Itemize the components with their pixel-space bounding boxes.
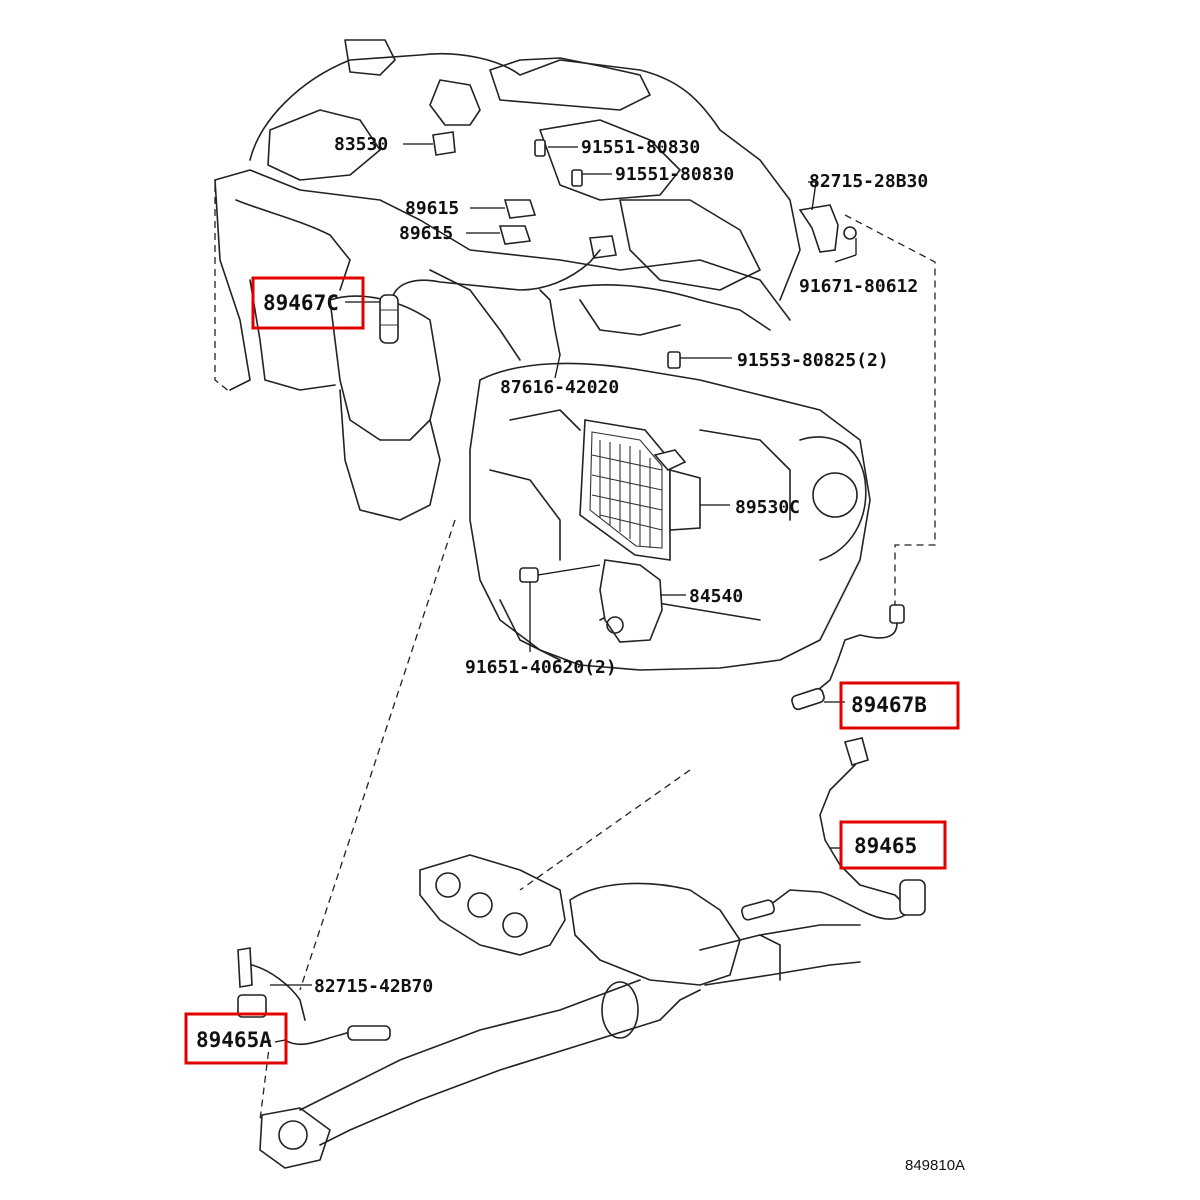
label-89615-upper: 89615 (405, 198, 459, 219)
highlight-boxes (184, 276, 960, 1065)
label-89465: 89465 (854, 834, 917, 858)
sensor-89467c (379, 249, 601, 356)
ecu-module (579, 419, 701, 561)
top-sensors (432, 131, 857, 369)
label-83530: 83530 (334, 134, 388, 155)
label-91671-80612: 91671-80612 (799, 276, 918, 297)
engine-illustration (214, 39, 871, 671)
label-82715-28b30: 82715-28B30 (809, 171, 928, 192)
label-89467b: 89467B (851, 693, 927, 717)
highlight-89467b (839, 681, 960, 730)
label-91553-80825: 91553-80825(2) (737, 350, 889, 371)
label-91551-80830-upper: 91551-80830 (581, 137, 700, 158)
highlight-89465a (184, 1012, 288, 1065)
label-89465a: 89465A (196, 1028, 272, 1052)
label-87616-42020: 87616-42020 (500, 377, 619, 398)
reference-lines (214, 185, 936, 1121)
highlight-89467c (251, 276, 365, 330)
callout-labels: 83530 91551-80830 91551-80830 82715-28B3… (196, 134, 965, 1174)
sensor-89465a (237, 947, 391, 1045)
leader-lines (270, 143, 857, 1043)
label-89530c: 89530C (735, 497, 800, 518)
label-89467c: 89467C (263, 291, 339, 315)
label-89615-lower: 89615 (399, 223, 453, 244)
label-82715-42b70: 82715-42B70 (314, 976, 433, 997)
label-91551-80830-lower: 91551-80830 (615, 164, 734, 185)
sensor-89465 (741, 737, 926, 921)
diagram-code: 849810A (905, 1157, 965, 1174)
label-91651-40620: 91651-40620(2) (465, 657, 617, 678)
label-84540: 84540 (689, 586, 743, 607)
exhaust-assembly (259, 854, 861, 1169)
highlight-89465 (839, 820, 947, 870)
neutral-switch (519, 559, 663, 643)
sensor-89467b (791, 604, 905, 711)
